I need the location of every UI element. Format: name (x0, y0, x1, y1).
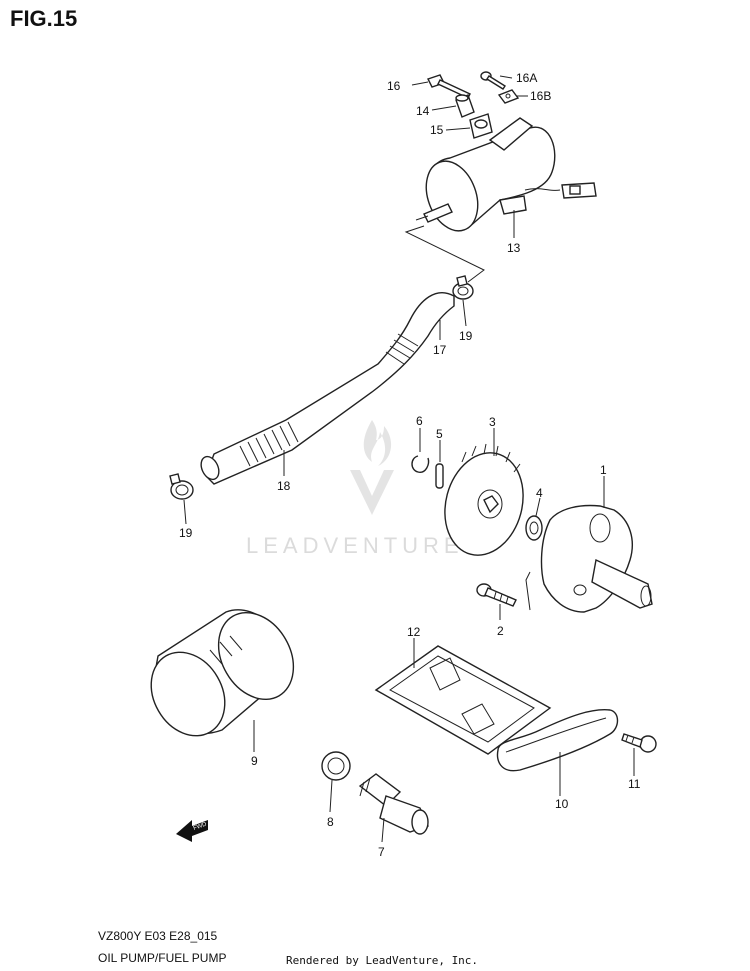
callout-13[interactable]: 13 (507, 241, 521, 255)
callout-16[interactable]: 16 (387, 79, 401, 93)
footer-rendered-by: Rendered by LeadVenture, Inc. (286, 954, 479, 967)
part-11-bolt[interactable] (621, 733, 657, 753)
callout-15[interactable]: 15 (430, 123, 444, 137)
callout-8[interactable]: 8 (327, 815, 334, 829)
callout-19-lower[interactable]: 19 (179, 526, 193, 540)
callout-3[interactable]: 3 (489, 415, 496, 429)
part-16a-screw[interactable] (480, 71, 506, 90)
assembly-lines (404, 225, 531, 611)
forward-arrow-badge: FWD (176, 820, 208, 842)
part-7-oil-pressure-switch[interactable] (358, 773, 429, 835)
callout-9[interactable]: 9 (251, 754, 258, 768)
part-12-oil-strainer[interactable] (374, 645, 552, 755)
part-2-bolt[interactable] (476, 583, 517, 607)
callout-6[interactable]: 6 (416, 414, 423, 428)
callout-5[interactable]: 5 (436, 427, 443, 441)
part-17-18-fuel-hose[interactable] (198, 291, 455, 485)
footer-model-code: VZ800Y E03 E28_015 (98, 929, 218, 943)
part-14-collar[interactable] (455, 94, 475, 118)
part-3-gear[interactable] (434, 443, 534, 564)
figure-title: FIG.15 (10, 6, 78, 31)
part-4-washer[interactable] (525, 515, 543, 541)
callout-10[interactable]: 10 (555, 797, 569, 811)
part-13-fuel-pump[interactable] (415, 117, 597, 238)
part-19-clamp-upper[interactable] (452, 275, 474, 300)
callout-19-upper[interactable]: 19 (459, 329, 473, 343)
callout-1[interactable]: 1 (600, 463, 607, 477)
watermark-brand: LEADVENTURE (246, 533, 464, 558)
fwd-label: FWD (193, 821, 209, 832)
callout-16a[interactable]: 16A (516, 71, 537, 85)
leader-lines (183, 75, 635, 843)
callout-2[interactable]: 2 (497, 624, 504, 638)
footer-section-name: OIL PUMP/FUEL PUMP (98, 951, 227, 965)
callout-14[interactable]: 14 (416, 104, 430, 118)
callout-4[interactable]: 4 (536, 486, 543, 500)
part-19-clamp-lower[interactable] (169, 473, 194, 500)
callout-16b[interactable]: 16B (530, 89, 551, 103)
callout-17[interactable]: 17 (433, 343, 447, 357)
part-5-pin[interactable] (435, 463, 444, 489)
part-6-circlip[interactable] (411, 455, 430, 473)
callout-11[interactable]: 11 (628, 777, 641, 791)
callout-labels: 16 16A 16B 14 15 13 19 17 18 19 6 5 3 1 … (179, 71, 641, 859)
part-15-grommet[interactable] (469, 113, 493, 139)
callout-7[interactable]: 7 (378, 845, 385, 859)
callout-18[interactable]: 18 (277, 479, 291, 493)
watermark: LEADVENTURE (246, 420, 464, 558)
part-1-oil-pump[interactable] (540, 504, 653, 613)
callout-12[interactable]: 12 (407, 625, 421, 639)
part-9-oil-filter[interactable] (137, 599, 309, 749)
part-8-washer[interactable] (321, 751, 351, 781)
part-16b-washer[interactable] (497, 89, 520, 104)
part-10-gasket[interactable] (496, 708, 619, 772)
